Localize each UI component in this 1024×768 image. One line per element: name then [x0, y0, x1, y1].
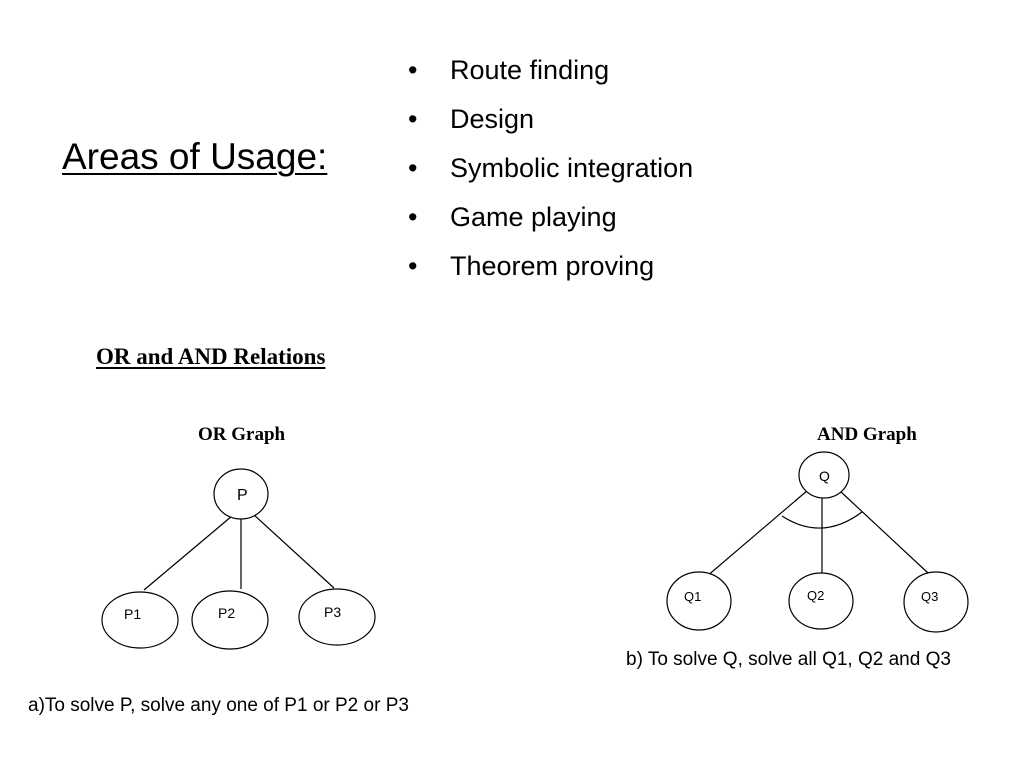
bullet-icon: • — [408, 153, 418, 183]
or-graph-labels: P P1 P2 P3 — [124, 487, 341, 622]
and-root-label: Q — [819, 468, 830, 484]
and-child-label: Q3 — [921, 589, 938, 604]
or-root-label: P — [237, 487, 248, 504]
usage-list-item: • Symbolic integration — [408, 148, 693, 197]
or-child-label: P3 — [324, 604, 341, 620]
and-graph-caption: b) To solve Q, solve all Q1, Q2 and Q3 — [626, 649, 951, 670]
usage-list: • Route finding • Design • Symbolic integra… — [408, 50, 693, 295]
or-child-label: P2 — [218, 605, 235, 621]
or-edge — [143, 515, 233, 591]
and-child-label: Q1 — [684, 589, 701, 604]
and-node-child — [903, 571, 969, 633]
or-graph-nodes — [101, 468, 376, 650]
and-child-label: Q2 — [807, 588, 824, 603]
and-graph-nodes — [666, 451, 969, 633]
usage-item-label: Symbolic integration — [450, 153, 694, 183]
usage-list-item: • Design — [408, 99, 693, 148]
usage-list-item: • Theorem proving — [408, 246, 693, 295]
usage-item-label: Design — [450, 104, 535, 134]
bullet-icon: • — [408, 251, 418, 281]
or-node-child — [191, 590, 269, 650]
or-node-root — [213, 468, 269, 520]
or-graph-caption: a)To solve P, solve any one of P1 or P2 … — [28, 695, 409, 716]
usage-item-label: Game playing — [450, 202, 617, 232]
and-edge — [839, 490, 929, 574]
bullet-icon: • — [408, 55, 418, 85]
bullet-icon: • — [408, 104, 418, 134]
section-heading: OR and AND Relations — [96, 344, 326, 369]
usage-list-item: • Route finding — [408, 50, 693, 99]
and-graph-edges — [705, 489, 929, 578]
and-edge — [705, 489, 809, 578]
or-edge — [253, 514, 335, 589]
or-child-label: P1 — [124, 606, 141, 622]
usage-item-label: Route finding — [450, 55, 610, 85]
and-arc — [781, 511, 863, 529]
bullet-icon: • — [408, 202, 418, 232]
and-graph-title: AND Graph — [817, 424, 917, 445]
and-node-child — [666, 571, 732, 631]
or-node-child — [298, 588, 376, 646]
and-node-root — [798, 451, 850, 499]
or-graph-title: OR Graph — [198, 424, 286, 445]
usage-list-item: • Game playing — [408, 197, 693, 246]
or-graph-edges — [143, 514, 335, 591]
slide-title: Areas of Usage: — [62, 136, 328, 177]
and-node-child — [788, 572, 854, 630]
and-graph-labels: Q Q1 Q2 Q3 — [684, 468, 938, 604]
or-node-child — [101, 591, 179, 649]
usage-item-label: Theorem proving — [450, 251, 655, 281]
